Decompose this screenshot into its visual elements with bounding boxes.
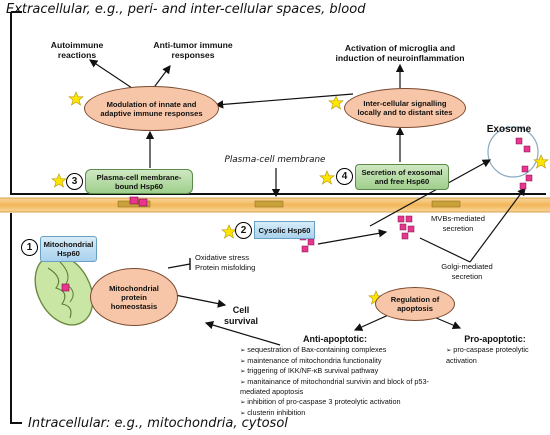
- intracellular-title: Intracellular: e.g., mitochondria, cytos…: [28, 416, 288, 431]
- number-3-badge: 3: [66, 173, 83, 190]
- extracellular-bracket: [10, 12, 546, 195]
- cell-survival-label: Cell survival: [223, 305, 259, 326]
- pro-item: pro-caspase proteolytic activation: [446, 345, 542, 365]
- pro-apoptotic-list: pro-caspase proteolytic activation: [446, 345, 542, 365]
- anti-apoptotic-title: Anti-apoptotic:: [303, 334, 367, 344]
- mitochondrial-homeostasis-ellipse: Mitochondrial protein homeostasis: [90, 268, 178, 326]
- anti-item: triggering of IKK/NF-κB survival pathway: [240, 366, 450, 377]
- protein-misfolding-label: Protein misfolding: [195, 263, 256, 272]
- number-4-badge: 4: [336, 168, 353, 185]
- mitochondrion-icon: [34, 254, 94, 326]
- mvb-arrow: [369, 159, 492, 227]
- number-1-badge: 1: [21, 239, 38, 256]
- membrane-protein-right: [254, 200, 461, 208]
- plasma-membrane-hsp60-box: Plasma-cell membrane-bound Hsp60: [85, 169, 193, 194]
- exosomal-hsp60-cubes: [515, 137, 533, 190]
- anti-item: maintenance of mitochondria functionalit…: [240, 356, 450, 367]
- regulation-apoptosis-ellipse: Regulation of apoptosis: [375, 287, 455, 321]
- pro-apoptotic-title: Pro-apoptotic:: [464, 334, 526, 344]
- golgi-label: Golgi-mediated secretion: [441, 262, 493, 281]
- mitochondrial-hsp60-box: Mitochondrial Hsp60: [40, 236, 97, 262]
- exosome-label: Exosome: [486, 124, 532, 135]
- oxidative-stress-label: Oxidative stress: [195, 253, 250, 262]
- autoimmune-label: Autoimmune reactions: [50, 40, 104, 60]
- signalling-ellipse: Inter-cellular signalling locally and to…: [344, 88, 466, 128]
- cytosolic-hsp60-box: Cysolic Hsp60: [254, 221, 315, 239]
- anti-apoptotic-list: sequestration of Bax-containing complexe…: [240, 345, 450, 418]
- exosome-vesicle: [487, 126, 539, 178]
- mvbs-label: MVBs-mediated secretion: [430, 214, 486, 233]
- anti-item: sequestration of Bax-containing complexe…: [240, 345, 450, 356]
- anti-item: manitainance of mitochondrial survivin a…: [240, 377, 450, 397]
- cytosolic-hsp60-cubes: [299, 215, 415, 253]
- intracellular-bracket: [10, 213, 22, 424]
- extracellular-title: Extracellular, e.g., peri- and inter-cel…: [6, 2, 366, 17]
- membrane-hsp60-complex: [117, 196, 151, 208]
- anti-item: inhibition of pro-caspase 3 proteolytic …: [240, 397, 450, 408]
- anti-item: clusterin inhibition: [240, 408, 450, 419]
- secretion-hsp60-box: Secretion of exosomal and free Hsp60: [355, 164, 449, 190]
- membrane-label: Plasma-cell membrane: [224, 155, 326, 165]
- modulation-ellipse: Modulation of innate and adaptive immune…: [84, 86, 219, 131]
- antitumor-label: Anti-tumor immune responses: [153, 40, 233, 60]
- activation-label: Activation of microglia and induction of…: [335, 43, 465, 63]
- number-2-badge: 2: [235, 222, 252, 239]
- golgi-arrow: [469, 187, 526, 263]
